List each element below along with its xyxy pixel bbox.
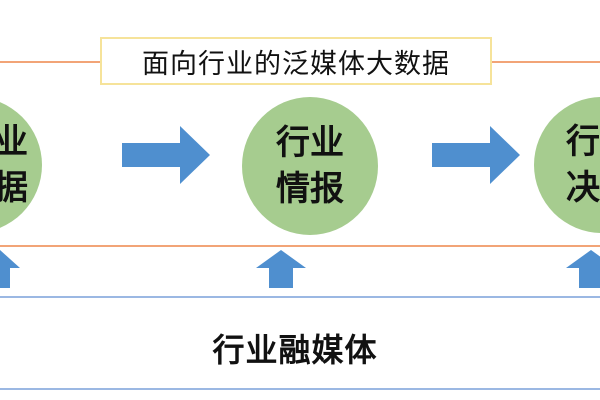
node-left-line1: 业 [0, 122, 28, 162]
node-left [0, 102, 42, 228]
upper-blue-line [0, 296, 600, 298]
node-right-line1: 行 [566, 122, 600, 162]
middle-orange-line [0, 245, 600, 247]
node-left-line2: 据 [0, 168, 28, 208]
bottom-band-label: 行业融媒体 [212, 331, 378, 369]
lower-blue-line [0, 388, 600, 390]
up-arrow-icon [256, 250, 306, 288]
node-industry-intel: 行业 情报 [242, 97, 378, 235]
node-left-text: 业 据 [0, 119, 28, 211]
node-center-line2: 情报 [276, 169, 344, 209]
node-right-text: 行 决 [566, 119, 600, 211]
up-arrow-icon [566, 250, 600, 288]
node-center-line1: 行业 [276, 123, 344, 163]
node-right [534, 97, 600, 233]
top-band-title: 面向行业的泛媒体大数据 [142, 48, 450, 80]
top-band-title-box: 面向行业的泛媒体大数据 [100, 37, 492, 85]
right-arrow-icon [122, 126, 210, 184]
right-arrow-icon [432, 126, 520, 184]
up-arrow-icon [0, 250, 20, 288]
node-right-line2: 决 [566, 168, 600, 208]
